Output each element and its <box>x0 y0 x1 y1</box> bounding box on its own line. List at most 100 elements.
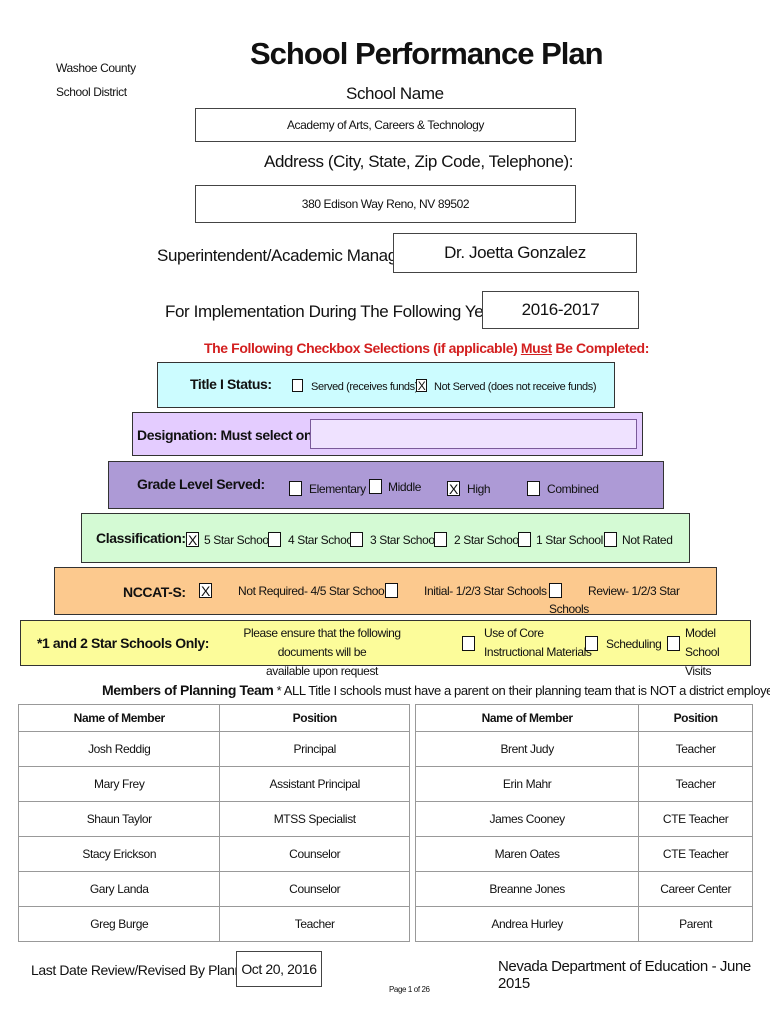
team-heading: Members of Planning Team * ALL Title I s… <box>102 682 770 698</box>
grade-elementary-option[interactable]: Elementary <box>289 480 366 498</box>
class-3star-option[interactable]: 3 Star School <box>350 531 437 549</box>
member-name-cell[interactable]: Mary Frey <box>17 766 221 802</box>
member-name-cell[interactable]: Erin Mahr <box>414 766 640 802</box>
implementation-value: 2016-2017 <box>521 300 600 319</box>
core-materials-option[interactable] <box>462 635 475 653</box>
nccat-review-checkbox[interactable] <box>549 583 562 599</box>
grade-elementary-checkbox[interactable] <box>289 481 302 497</box>
member-name-cell[interactable]: Josh Reddig <box>17 731 221 767</box>
member-name-cell[interactable]: Maren Oates <box>414 836 640 872</box>
class-1star-option[interactable]: 1 Star School <box>518 531 603 549</box>
nccat-initial-option[interactable]: Initial- 1/2/3 Star Schools <box>385 582 547 600</box>
page-title: School Performance Plan <box>250 36 604 71</box>
superintendent-field[interactable]: Dr. Joetta Gonzalez <box>393 233 637 273</box>
class-1star-checkbox[interactable] <box>518 532 531 548</box>
member-name-cell[interactable]: Shaun Taylor <box>17 801 221 837</box>
member-position-cell[interactable]: Counselor <box>219 836 410 872</box>
member-position-cell[interactable]: Parent <box>638 906 753 942</box>
address-field[interactable]: 380 Edison Way Reno, NV 89502 <box>195 185 576 223</box>
member-position-cell[interactable]: Principal <box>219 731 410 767</box>
nccat-label: NCCAT-S: <box>123 584 186 600</box>
star-schools-label: *1 and 2 Star Schools Only: <box>37 635 210 651</box>
member-position-cell[interactable]: Teacher <box>638 731 753 767</box>
classification-label: Classification: <box>96 530 186 546</box>
grade-high-option[interactable]: X High <box>447 480 491 498</box>
member-position-cell[interactable]: Counselor <box>219 871 410 907</box>
nccat-not-required-checkbox[interactable]: X <box>199 583 212 599</box>
title1-label: Title I Status: <box>190 376 272 392</box>
district-name: Washoe County School District <box>56 61 136 99</box>
title1-not-served-checkbox[interactable]: X <box>416 378 427 393</box>
school-name-field[interactable]: Academy of Arts, Careers & Technology <box>195 108 576 142</box>
class-5star-option[interactable]: X 5 Star School <box>186 531 271 549</box>
nccat-band: NCCAT-S: X Not Required- 4/5 Star School… <box>54 567 717 616</box>
title1-not-served-option[interactable]: X Not Served (does not receive funds) <box>416 377 597 395</box>
scheduling-option[interactable]: Scheduling <box>585 635 662 653</box>
member-position-cell[interactable]: CTE Teacher <box>638 836 753 872</box>
member-position-cell[interactable]: MTSS Specialist <box>219 801 410 837</box>
nccat-not-required-option[interactable]: X Not Required- 4/5 Star Schools <box>199 582 393 600</box>
title1-served-checkbox[interactable] <box>292 379 303 393</box>
member-name-cell[interactable]: Brent Judy <box>414 731 640 767</box>
class-3star-checkbox[interactable] <box>350 532 363 548</box>
class-5star-checkbox[interactable]: X <box>186 532 199 548</box>
member-position-cell[interactable]: CTE Teacher <box>638 801 753 837</box>
dept-footer: Nevada Department of Education - June 20… <box>498 958 751 992</box>
grade-middle-option[interactable]: Middle <box>369 478 421 496</box>
nccat-initial-checkbox[interactable] <box>385 583 398 599</box>
class-not-rated-option[interactable]: Not Rated <box>604 531 673 549</box>
review-date-field[interactable]: Oct 20, 2016 <box>236 951 322 987</box>
core-materials-checkbox[interactable] <box>462 636 475 652</box>
school-name-value: Academy of Arts, Careers & Technology <box>286 118 485 132</box>
implementation-label: For Implementation During The Following … <box>165 302 511 321</box>
scheduling-checkbox[interactable] <box>585 636 598 652</box>
class-4star-checkbox[interactable] <box>268 532 281 548</box>
class-2star-checkbox[interactable] <box>434 532 447 548</box>
col-header-name: Name of Member <box>17 704 221 732</box>
grade-band: Grade Level Served: Elementary Middle X … <box>108 461 664 509</box>
grade-high-checkbox[interactable]: X <box>447 481 460 497</box>
implementation-field[interactable]: 2016-2017 <box>482 291 639 329</box>
member-name-cell[interactable]: Andrea Hurley <box>414 906 640 942</box>
member-position-cell[interactable]: Career Center <box>638 871 753 907</box>
superintendent-value: Dr. Joetta Gonzalez <box>444 243 586 262</box>
member-position-cell[interactable]: Teacher <box>638 766 753 802</box>
class-4star-option[interactable]: 4 Star School <box>268 531 355 549</box>
designation-field[interactable] <box>310 419 637 449</box>
col-header-name: Name of Member <box>414 704 640 732</box>
member-name-cell[interactable]: Gary Landa <box>17 871 221 907</box>
designation-label: Designation: Must select one <box>137 427 320 443</box>
col-header-position: Position <box>638 704 753 732</box>
school-name-label: School Name <box>346 84 444 103</box>
member-name-cell[interactable]: James Cooney <box>414 801 640 837</box>
grade-combined-checkbox[interactable] <box>527 481 540 497</box>
model-visits-label: Model School Visits <box>685 626 720 678</box>
member-position-cell[interactable]: Teacher <box>219 906 410 942</box>
model-visits-option[interactable] <box>667 635 680 653</box>
designation-band: Designation: Must select one <box>132 412 643 456</box>
member-name-cell[interactable]: Stacy Erickson <box>17 836 221 872</box>
class-2star-option[interactable]: 2 Star School <box>434 531 521 549</box>
title1-served-label: Served (receives funds) <box>311 381 419 393</box>
grade-combined-option[interactable]: Combined <box>527 480 599 498</box>
member-position-cell[interactable]: Assistant Principal <box>219 766 410 802</box>
member-name-cell[interactable]: Greg Burge <box>17 906 221 942</box>
checkbox-notice: The Following Checkbox Selections (if ap… <box>204 340 649 356</box>
title1-served-option[interactable]: Served (receives funds) <box>292 377 418 395</box>
nccat-review-option[interactable]: Review- 1/2/3 Star Schools <box>549 583 680 616</box>
class-not-rated-checkbox[interactable] <box>604 532 617 548</box>
grade-middle-checkbox[interactable] <box>369 479 382 495</box>
member-name-cell[interactable]: Breanne Jones <box>414 871 640 907</box>
model-visits-checkbox[interactable] <box>667 636 680 652</box>
